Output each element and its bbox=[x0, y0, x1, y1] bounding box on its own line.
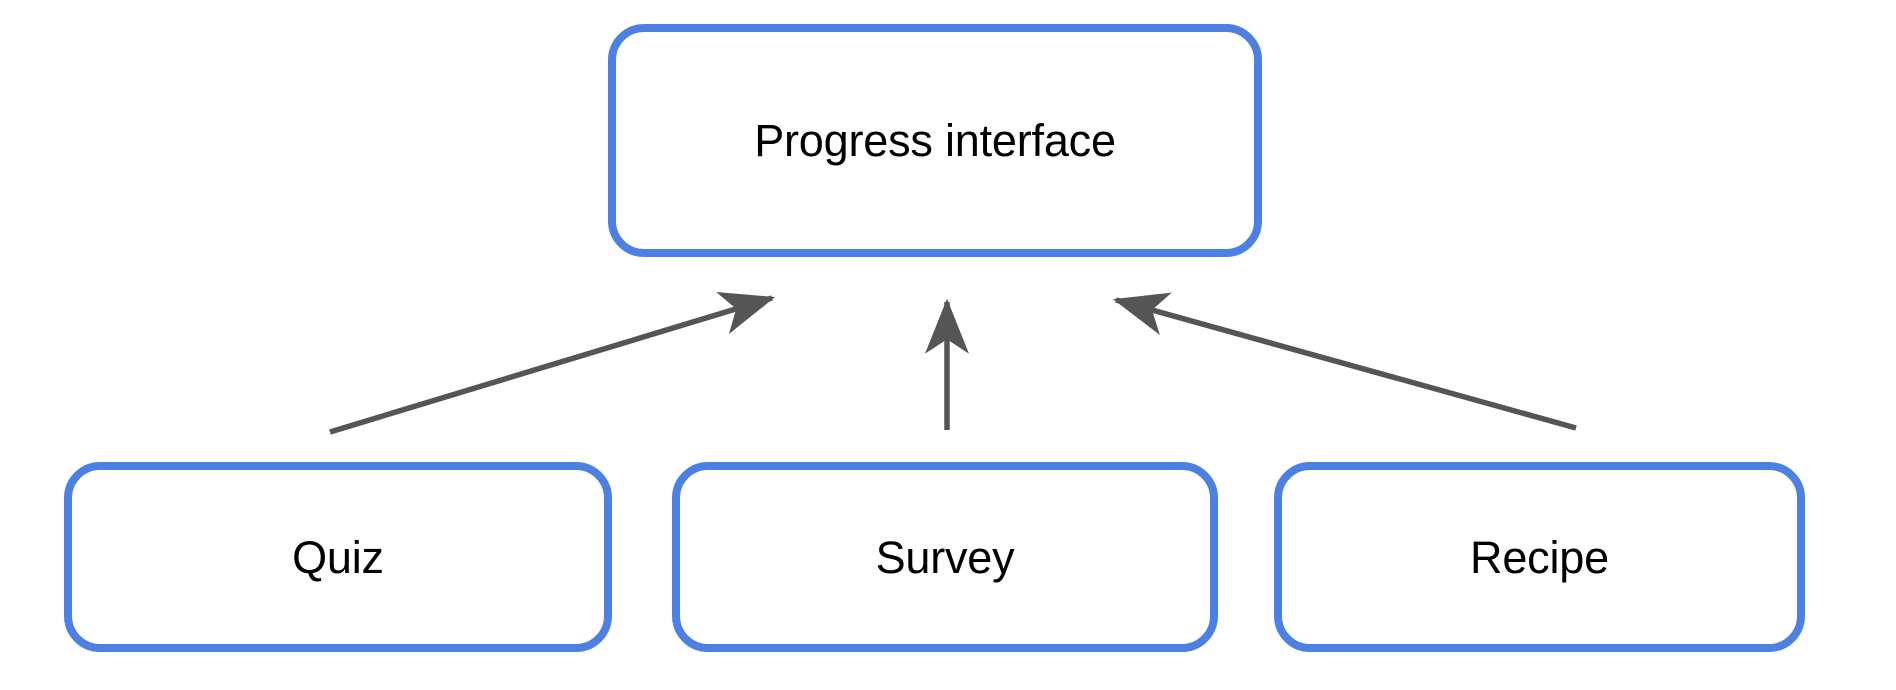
node-progress-interface[interactable]: Progress interface bbox=[608, 24, 1262, 257]
node-recipe[interactable]: Recipe bbox=[1274, 462, 1805, 652]
node-label-survey: Survey bbox=[875, 531, 1015, 583]
node-survey[interactable]: Survey bbox=[672, 462, 1218, 652]
node-label-progress-interface: Progress interface bbox=[754, 115, 1116, 166]
node-quiz[interactable]: Quiz bbox=[64, 462, 612, 652]
edge-quiz-to-root bbox=[329, 291, 776, 435]
node-label-quiz: Quiz bbox=[292, 531, 384, 583]
edge-recipe-to-root bbox=[1112, 292, 1577, 431]
node-label-recipe: Recipe bbox=[1470, 531, 1609, 583]
